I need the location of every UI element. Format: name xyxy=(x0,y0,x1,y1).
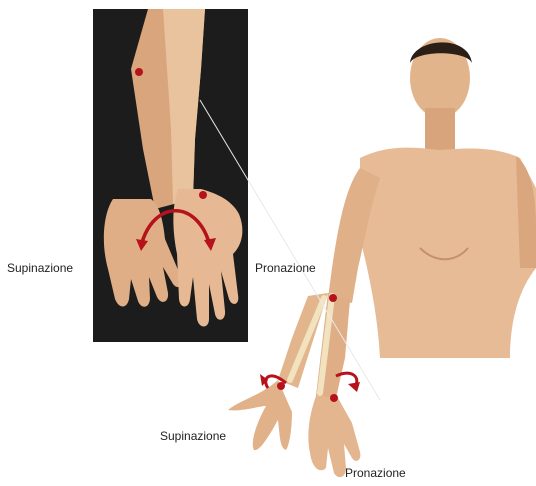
landmark-dot-icon xyxy=(277,382,285,390)
figure-illustration xyxy=(220,28,536,486)
supination-label-top: Supinazione xyxy=(7,261,73,275)
landmark-dot-icon xyxy=(330,394,338,402)
torso xyxy=(360,148,536,358)
landmark-dot-icon xyxy=(135,68,143,76)
pronation-label-bottom: Pronazione xyxy=(345,466,406,480)
arrow-head-icon xyxy=(348,382,360,392)
supination-label-bottom: Supinazione xyxy=(160,429,226,443)
landmark-dot-icon xyxy=(199,191,207,199)
landmark-dot-icon xyxy=(329,294,337,302)
pronation-label-top: Pronazione xyxy=(255,261,316,275)
